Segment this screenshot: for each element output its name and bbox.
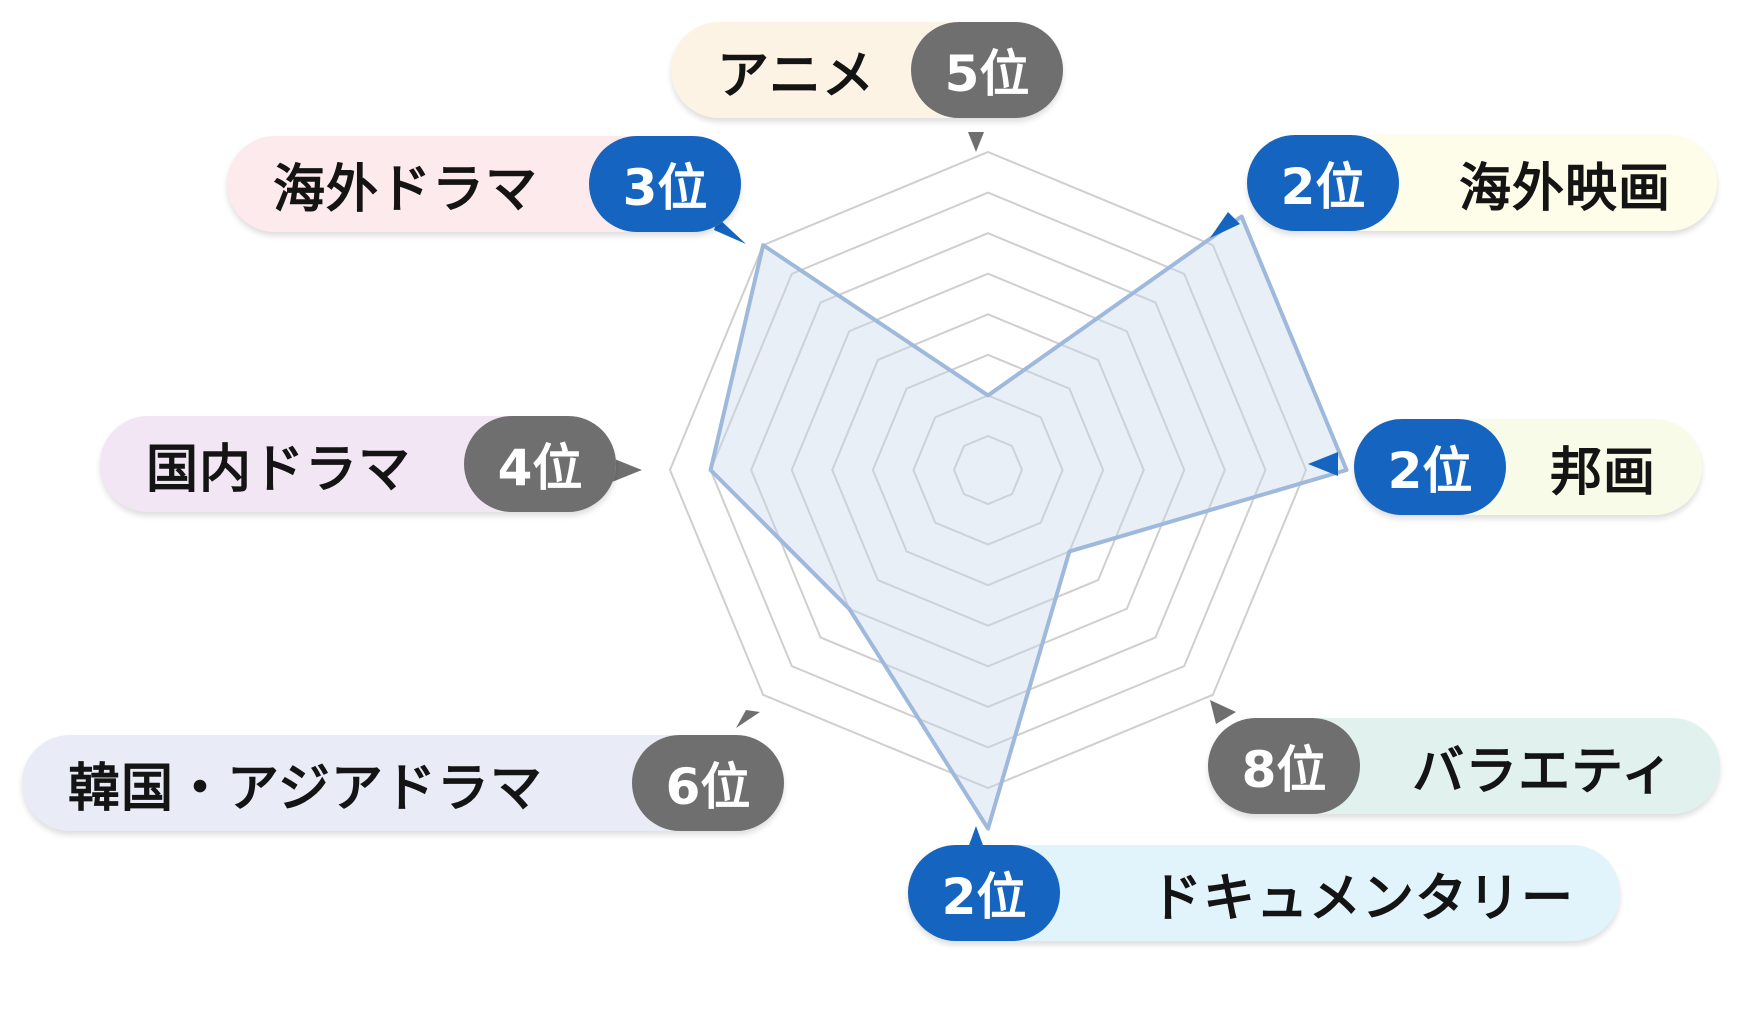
rank-badge: 3位 (589, 136, 741, 232)
rank-badge: 2位 (908, 845, 1060, 941)
grid-ring (709, 191, 1267, 749)
category-label: アニメ (717, 45, 875, 106)
series-area (708, 214, 1349, 831)
category-label: 韓国・アジアドラマ (68, 758, 543, 819)
category-label: ドキュメンタリー (1149, 868, 1574, 929)
category-documentary: ドキュメンタリー 2位 (908, 845, 1620, 941)
pointer-4 (968, 826, 984, 848)
pointer-0 (968, 132, 984, 152)
label-pointers (612, 132, 1338, 848)
category-label: バラエティ (1412, 741, 1674, 802)
category-japanese-movies: 邦画 2位 (1354, 419, 1702, 515)
grid-ring (668, 150, 1308, 790)
category-label: 海外映画 (1458, 158, 1671, 219)
pointer-3 (1210, 700, 1236, 724)
grid-ring (871, 353, 1105, 587)
pointer-6 (612, 458, 642, 482)
rank-badge: 6位 (632, 735, 784, 831)
category-label: 邦画 (1549, 442, 1656, 503)
grid-ring (790, 272, 1186, 668)
pointer-7 (714, 218, 746, 244)
rank-badge: 8位 (1208, 718, 1360, 814)
pointer-2 (1308, 452, 1338, 476)
category-korean-asian-dramas: 韓国・アジアドラマ 6位 (22, 735, 784, 831)
category-anime: アニメ 5位 (671, 22, 1063, 118)
pointer-1 (1210, 212, 1240, 238)
pointer-5 (736, 710, 760, 728)
grid-ring (750, 232, 1226, 708)
category-variety: バラエティ 8位 (1208, 718, 1720, 814)
grid-ring (952, 434, 1024, 506)
category-label: 国内ドラマ (146, 439, 412, 500)
rank-badge: 2位 (1247, 135, 1399, 231)
category-foreign-movies: 海外映画 2位 (1247, 135, 1717, 231)
category-label: 海外ドラマ (273, 159, 539, 220)
rank-badge: 2位 (1354, 419, 1506, 515)
grid-ring (831, 313, 1145, 627)
rank-badge: 4位 (464, 416, 616, 512)
rank-badge: 5位 (911, 22, 1063, 118)
grid-ring (912, 394, 1064, 546)
category-foreign-dramas: 海外ドラマ 3位 (227, 136, 741, 232)
series-layer (708, 214, 1349, 831)
category-domestic-dramas: 国内ドラマ 4位 (100, 416, 616, 512)
grid-rings (668, 150, 1308, 790)
